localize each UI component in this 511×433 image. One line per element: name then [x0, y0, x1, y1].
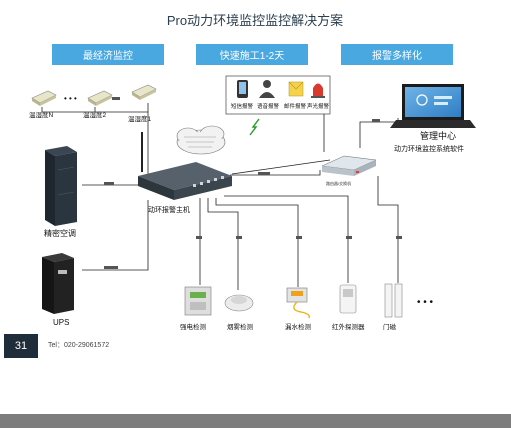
cloud-icon [176, 125, 226, 155]
page-title: Pro动力环境监控监控解决方案 [167, 13, 343, 28]
banner-economic [52, 44, 164, 65]
line-host-gsm [231, 159, 331, 175]
laptop-icon [390, 84, 476, 128]
sound-light-alarm-icon [311, 83, 325, 98]
smoke-detector-icon [224, 294, 254, 312]
wireless-icon [249, 118, 260, 136]
voice-alarm-icon [259, 80, 275, 98]
sound-light-alarm-label: 声光报警 [307, 102, 330, 110]
banner-alarm-variety-label: 报警多样化 [372, 49, 422, 62]
sensor-n-label: 温湿度N [29, 110, 54, 119]
alarm-host-label: 动环报警主机 [148, 205, 190, 214]
line-leak-detector [215, 198, 299, 287]
bottom-bar [0, 414, 511, 428]
sensor-2-icon [87, 90, 113, 106]
sensor-group: 温湿度N • • • 温湿度2 温湿度1 [29, 84, 157, 123]
ir-detector-label: 红外探测器 [332, 322, 365, 331]
line-switch-pc [359, 118, 399, 148]
sensor-n-icon [31, 90, 57, 106]
switch-label: 路由器/交换机 [326, 180, 351, 186]
banner-fast-install-label: 快速施工1-2天 [220, 49, 284, 62]
email-alarm-icon [288, 81, 304, 97]
leak-detector-icon [286, 287, 311, 319]
door-sensor-icon [384, 283, 403, 318]
air-conditioner-icon [45, 146, 77, 226]
email-alarm-label: 邮件报警 [284, 102, 307, 110]
ups-icon [42, 253, 74, 314]
power-detector-label: 强电检测 [180, 322, 207, 331]
switch-icon [321, 155, 377, 176]
management-software-label: 动力环境监控系统软件 [394, 144, 464, 153]
sensor-1-icon [131, 84, 157, 100]
sms-alarm-icon [237, 80, 248, 98]
line-ups-host [82, 200, 149, 271]
management-center-label: 管理中心 [420, 130, 456, 141]
smoke-detector-label: 烟雾检测 [227, 322, 254, 331]
air-conditioner-label: 精密空调 [44, 228, 76, 238]
sensor-ellipsis: • • • [64, 94, 77, 103]
page-number: 31 [4, 334, 38, 358]
leak-detector-label: 漏水检测 [285, 322, 312, 331]
ir-detector-icon [339, 284, 357, 314]
sensor-2-label: 温湿度2 [83, 110, 107, 119]
sms-alarm-label: 短信报警 [231, 102, 254, 110]
line-smoke-detector [207, 198, 239, 290]
line-sensor-n [41, 107, 148, 113]
contact-phone: Tel：020-29061572 [48, 342, 110, 349]
line-tags [104, 97, 402, 269]
more-detectors-ellipsis: • • • [417, 297, 434, 308]
ups-label: UPS [53, 318, 69, 327]
sensor-1-label: 温湿度1 [128, 114, 152, 123]
voice-alarm-label: 语音报警 [257, 102, 280, 110]
banner-row: 最经济监控 快速施工1-2天 报警多样化 [52, 44, 453, 65]
banner-economic-label: 最经济监控 [83, 49, 133, 62]
banner-fast-install [196, 44, 308, 65]
door-sensor-label: 门磁 [383, 322, 397, 331]
power-detector-icon [184, 286, 212, 316]
alarm-panel: 短信报警 语音报警 邮件报警 声光报警 [225, 75, 331, 115]
line-ir-detector [224, 195, 349, 283]
line-switch-door [377, 176, 399, 283]
alarm-host-icon [138, 132, 232, 200]
banner-alarm-variety [341, 44, 453, 65]
